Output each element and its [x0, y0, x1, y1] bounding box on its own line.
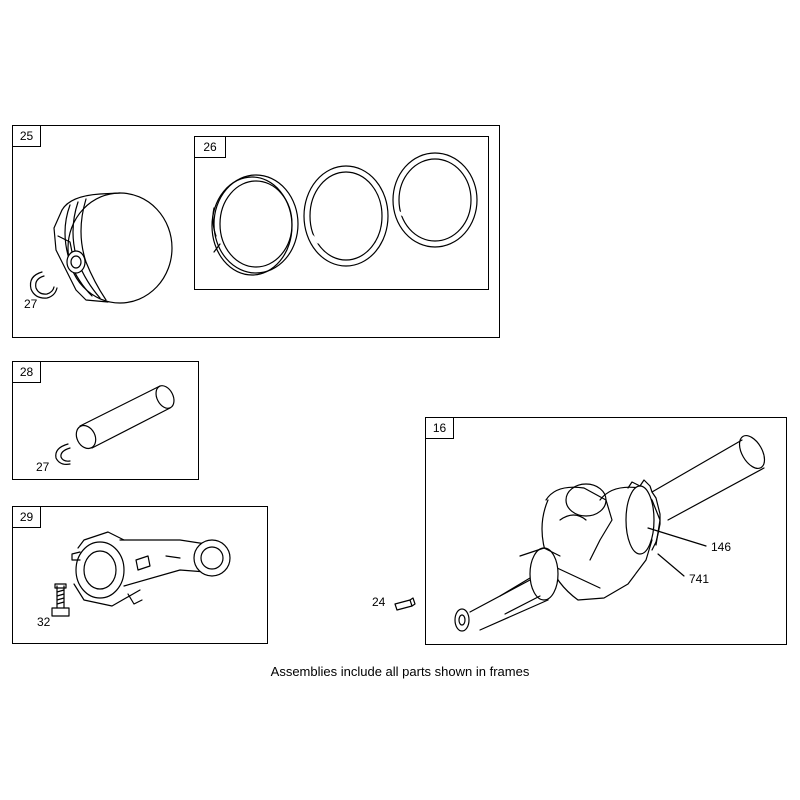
frame-label-25: 25	[12, 125, 41, 147]
frame-label-26: 26	[194, 136, 226, 158]
woodruff-key-drawing	[395, 598, 415, 610]
footnote-caption: Assemblies include all parts shown in fr…	[270, 664, 530, 679]
frame-label-28: 28	[12, 361, 41, 383]
frame-connecting-rod: 29	[12, 506, 268, 644]
callout-27-circlip: 27	[24, 297, 38, 311]
frame-piston-rings: 26	[194, 136, 489, 290]
frame-label-29: 29	[12, 506, 41, 528]
frame-label-16: 16	[425, 417, 454, 439]
callout-27-pin-circlip: 27	[36, 460, 50, 474]
callout-146-gear: 146	[711, 540, 732, 554]
frame-piston-pin: 28	[12, 361, 199, 480]
callout-24-key: 24	[372, 595, 386, 609]
frame-crankshaft: 16	[425, 417, 787, 645]
callout-32-rod-bolt: 32	[37, 615, 51, 629]
callout-741: 741	[689, 572, 710, 586]
frame-piston-assembly: 25	[12, 125, 500, 338]
